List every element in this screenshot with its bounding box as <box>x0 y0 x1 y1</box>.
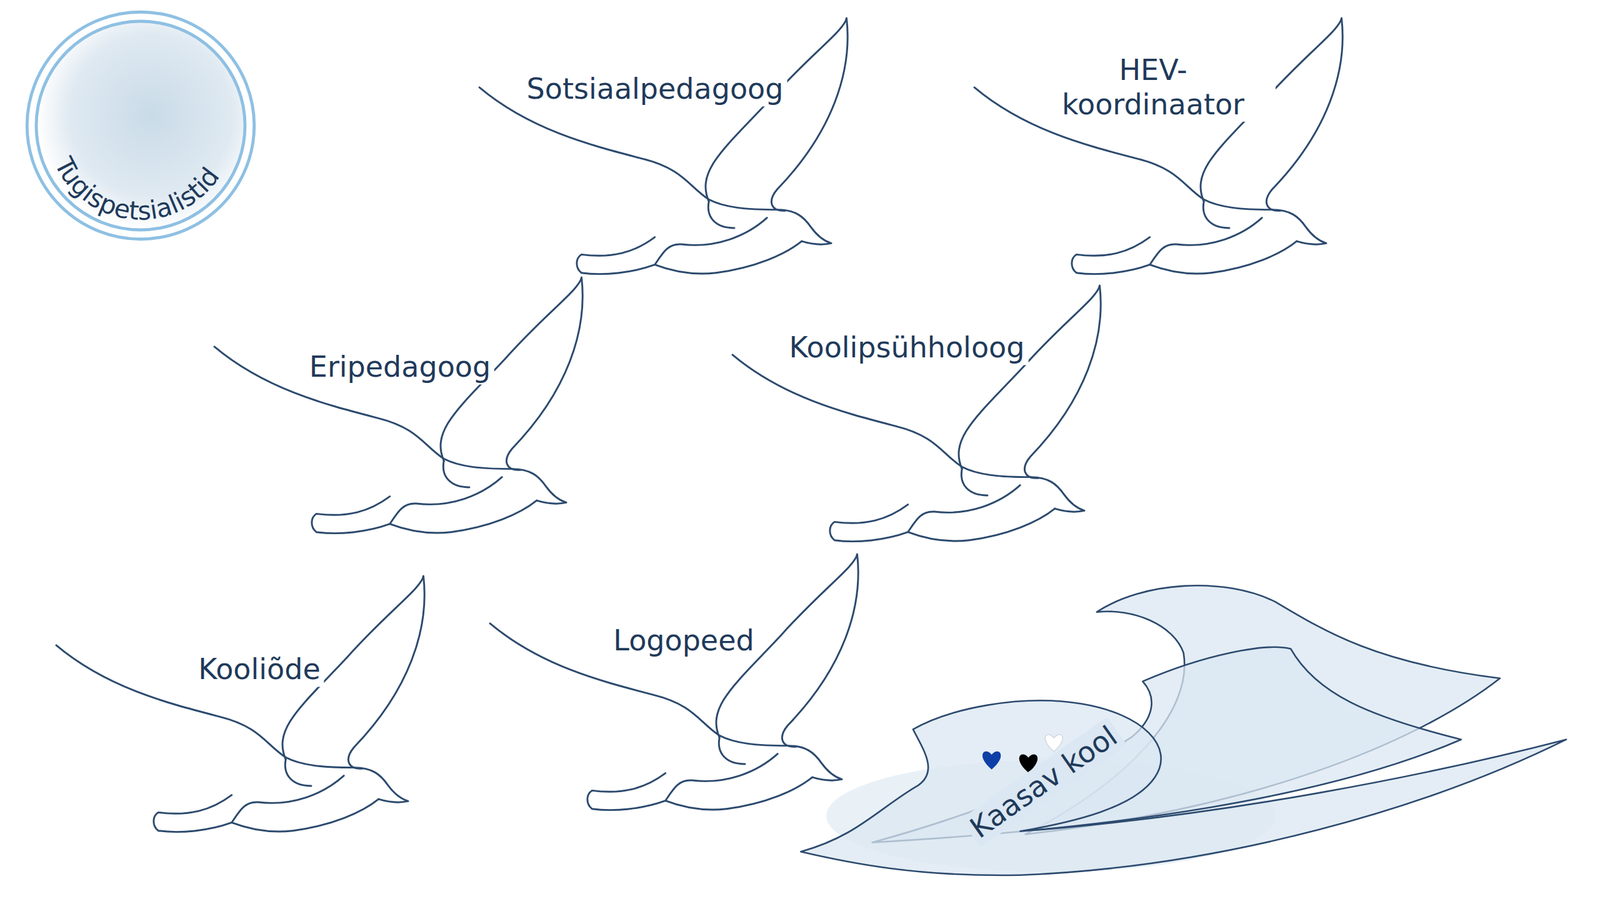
bird-stroke <box>231 776 345 824</box>
bird-stroke <box>908 485 1021 533</box>
bird-stroke <box>512 469 567 505</box>
bird-stroke <box>708 201 735 229</box>
title-circle: Tugispetsialistid <box>25 10 257 242</box>
specialist-label: Logopeed <box>609 623 758 659</box>
bird-shape: Koolipsühholoog <box>732 285 1085 543</box>
bird-outline <box>56 576 409 834</box>
specialist-label: HEV- koordinaator <box>1030 53 1276 122</box>
bird-stroke <box>285 760 312 787</box>
bird-stroke <box>830 505 1055 542</box>
bird-shape: HEV- koordinaator <box>974 18 1327 275</box>
bird-stroke <box>587 773 813 811</box>
specialist-label: Koolipsühholoog <box>785 330 1029 365</box>
bird-stroke <box>56 645 355 769</box>
bird-stroke <box>214 346 513 470</box>
bird-stroke <box>1071 237 1297 275</box>
bird-stroke <box>961 469 988 496</box>
bird-outline <box>479 18 832 275</box>
bird-stroke <box>705 18 848 211</box>
bird-stroke <box>777 210 832 245</box>
bird-outline <box>732 285 1085 543</box>
bird-outline <box>214 277 567 535</box>
bird-shape: Kooliõde <box>56 576 409 834</box>
bird-stroke <box>958 285 1101 479</box>
bird-stroke <box>655 218 768 265</box>
wave-shape: Kaasav kool <box>798 583 1567 878</box>
wave-crest <box>800 700 1567 876</box>
bird-stroke <box>718 738 745 765</box>
specialist-label: Kooliõde <box>194 652 324 687</box>
specialist-label: Eripedagoog <box>305 350 495 385</box>
bird-stroke <box>576 237 802 275</box>
bird-stroke <box>390 477 503 525</box>
bird-stroke <box>311 496 537 534</box>
wave-illustration <box>798 583 1567 878</box>
bird-stroke <box>1272 210 1327 245</box>
bird-shape: Sotsiaalpedagoog <box>479 18 832 275</box>
bird-stroke <box>665 754 779 802</box>
bird-stroke <box>788 746 842 782</box>
bird-stroke <box>153 795 379 833</box>
specialist-label: Sotsiaalpedagoog <box>523 71 788 107</box>
circle-outline: Tugispetsialistid <box>25 10 257 242</box>
bird-stroke <box>354 768 409 804</box>
bird-stroke <box>1203 201 1230 229</box>
bird-stroke <box>443 461 470 488</box>
bird-shape: Eripedagoog <box>214 277 567 535</box>
circle-title: Tugispetsialistid <box>48 151 225 227</box>
heart-symbol <box>983 751 1001 769</box>
bird-stroke <box>1030 477 1085 513</box>
bird-stroke <box>1150 218 1263 265</box>
curved-title: Tugispetsialistid <box>48 151 225 227</box>
bird-shape: Logopeed <box>490 554 842 812</box>
bird-outline <box>490 554 842 812</box>
bird-stroke <box>490 623 789 747</box>
bird-stroke <box>732 355 1031 478</box>
